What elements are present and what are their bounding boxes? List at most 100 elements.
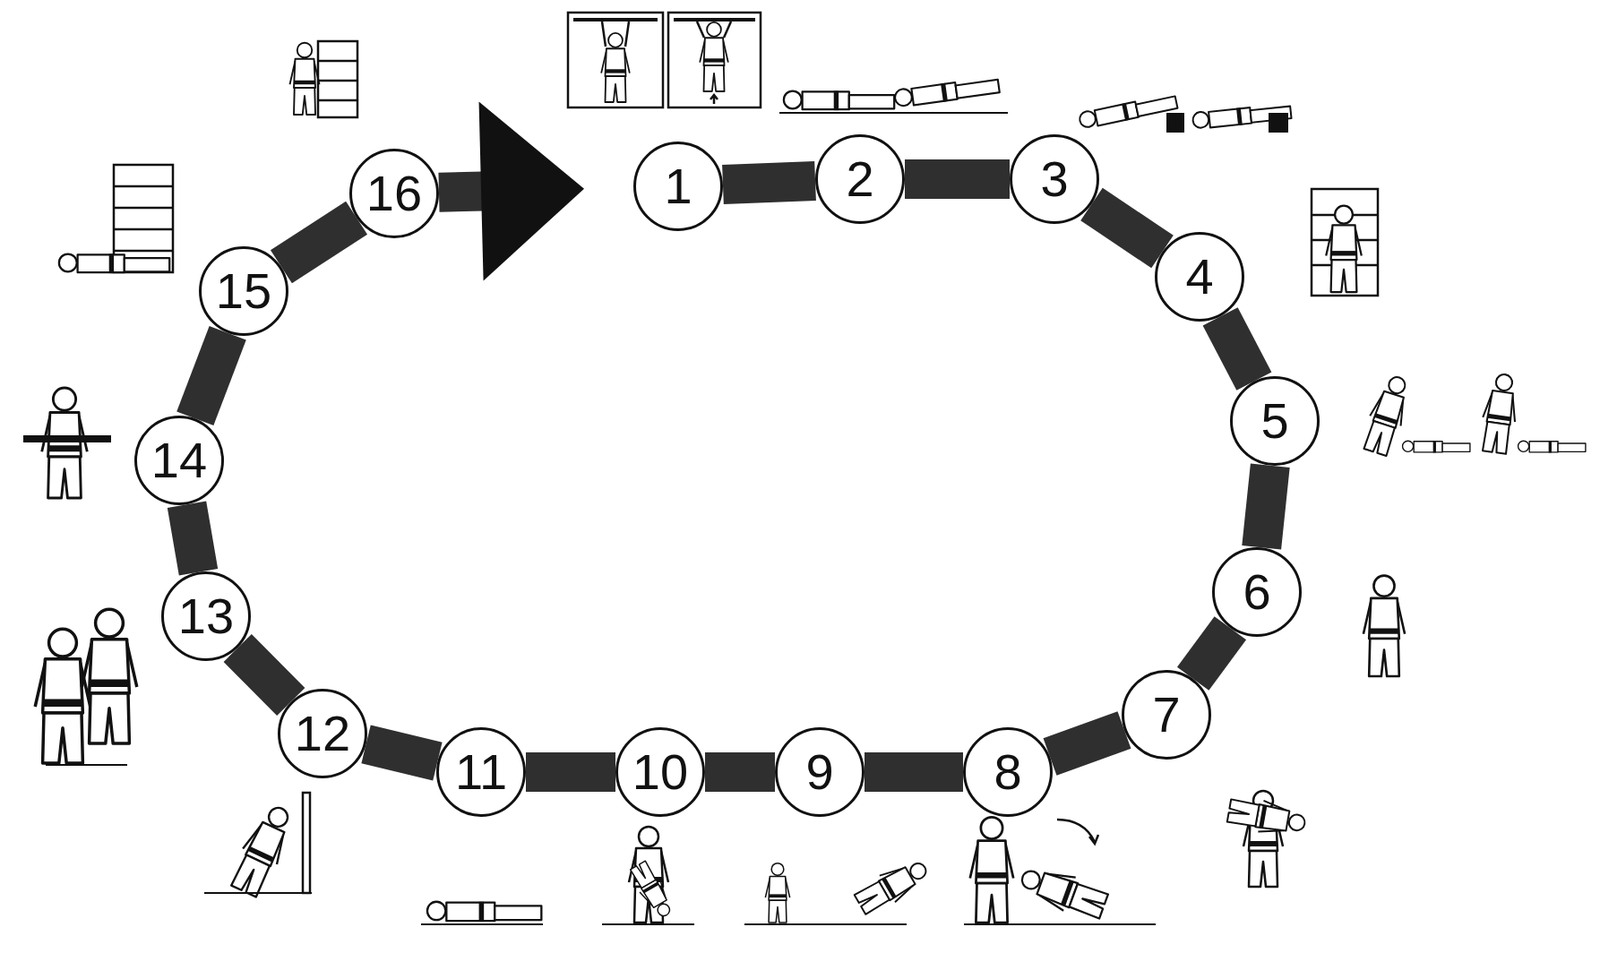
ground (779, 111, 1008, 114)
exercise-16 (290, 41, 359, 118)
station-number: 16 (366, 168, 422, 219)
partner (1402, 440, 1471, 453)
track-band (722, 180, 816, 185)
block (1268, 112, 1289, 133)
ground (963, 923, 1156, 926)
exercise-12 (204, 792, 312, 900)
exercise-7 (1226, 791, 1308, 887)
station-number: 1 (663, 161, 692, 212)
exercise-3 (1078, 92, 1292, 133)
track-segment (1220, 316, 1255, 381)
track-band (366, 744, 439, 762)
exercise-11 (421, 902, 543, 925)
track-band (237, 647, 292, 702)
track-segment (438, 190, 483, 192)
judoka (226, 800, 300, 900)
station-number: 4 (1185, 251, 1213, 302)
wall-bars (113, 186, 173, 251)
judoka (1363, 576, 1405, 677)
track-band (186, 504, 198, 572)
judoka (851, 853, 932, 918)
track-segment (366, 744, 439, 762)
station-number: 6 (1242, 567, 1271, 618)
station-number: 3 (1040, 154, 1068, 205)
station-number: 13 (178, 591, 234, 642)
station-circle: 14 (134, 415, 224, 506)
ground (602, 923, 695, 926)
station-circle: 12 (277, 688, 368, 779)
track-band (195, 333, 228, 420)
exercise-15 (59, 164, 173, 274)
judoka (894, 76, 1000, 109)
partner (1226, 795, 1308, 841)
track-segment (525, 752, 616, 792)
station-circle: 8 (963, 727, 1053, 818)
station-number: 11 (455, 747, 508, 798)
judoka (601, 33, 630, 103)
station-circle: 6 (1212, 547, 1302, 637)
track-band (1220, 316, 1255, 381)
track-band (864, 772, 964, 774)
exercise-5 (1359, 372, 1586, 458)
track-segment (904, 159, 1010, 199)
track-segment (237, 647, 292, 702)
track-band (1261, 465, 1271, 549)
wall-bars (318, 41, 358, 118)
track-segment (195, 333, 228, 420)
exercise-13 (34, 609, 138, 766)
judoka (1325, 206, 1362, 293)
exercise-14 (23, 387, 112, 499)
exercise-6 (1363, 576, 1405, 677)
ground (204, 892, 312, 895)
arrowhead (479, 102, 585, 282)
judoka (970, 817, 1014, 923)
motion-arrow (710, 94, 718, 104)
track-band (525, 772, 616, 774)
station-number: 2 (845, 154, 874, 205)
track-segment (705, 752, 775, 792)
station-circle: 7 (1121, 670, 1212, 760)
ground (744, 923, 907, 926)
exercise-4 (1311, 189, 1378, 296)
station-number: 12 (294, 708, 351, 759)
frame (668, 12, 761, 108)
track-band (1193, 627, 1231, 680)
bar (673, 17, 756, 22)
judoka (1016, 860, 1110, 923)
block (1166, 112, 1185, 133)
station-circle: 11 (436, 727, 526, 818)
track-band (705, 772, 775, 774)
judoka (427, 902, 542, 922)
track-band (1091, 204, 1162, 252)
track-band (438, 102, 585, 282)
track-segment (1049, 730, 1125, 757)
judoka (42, 387, 88, 499)
judoka (34, 628, 91, 764)
judoka (783, 91, 895, 112)
station-circle: 5 (1230, 376, 1320, 466)
ground (421, 923, 543, 926)
exercise-10 (602, 826, 695, 925)
judoka (59, 254, 170, 275)
station-number: 7 (1152, 689, 1180, 740)
station-circle: 2 (815, 134, 905, 224)
motion-arrow (1057, 819, 1099, 844)
track-segment (864, 752, 964, 792)
station-number: 9 (805, 747, 834, 798)
track-segment (186, 504, 198, 572)
station-circle: 4 (1154, 232, 1245, 322)
partner (627, 859, 678, 921)
judoka (765, 863, 790, 923)
station-circle: 15 (198, 246, 289, 336)
partner (1518, 440, 1586, 453)
track-band (904, 179, 1010, 181)
ground (45, 764, 128, 766)
bar (573, 17, 658, 22)
station-number: 5 (1260, 395, 1289, 447)
exercise-2 (779, 76, 1008, 113)
station-circle: 1 (633, 141, 723, 232)
exercise-9 (744, 853, 933, 925)
station-number: 15 (215, 266, 272, 317)
track-band (281, 217, 357, 267)
